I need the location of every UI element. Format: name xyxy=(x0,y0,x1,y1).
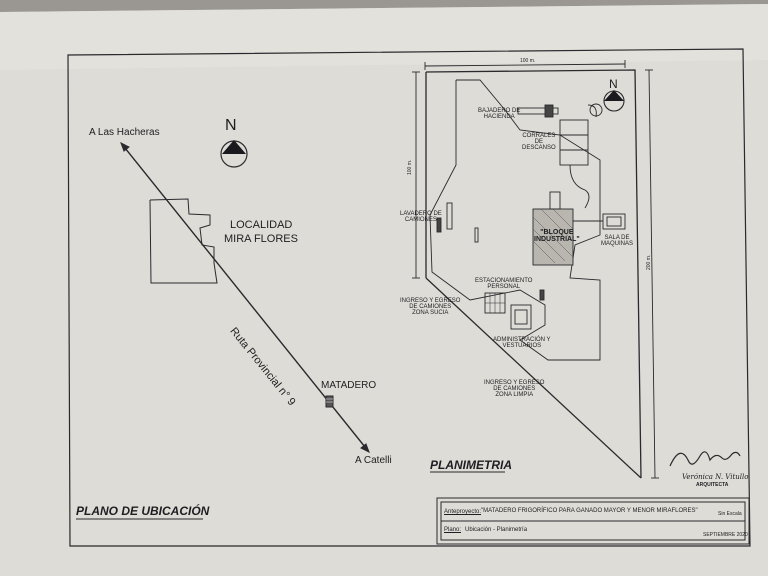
north-symbol-location xyxy=(220,140,248,168)
plan-value: Ubicación - Planimetría xyxy=(465,527,528,533)
road-diagonal xyxy=(425,277,642,479)
connector-duct xyxy=(549,191,561,210)
internal-road xyxy=(429,79,601,361)
dimension-left-label: 100 m. xyxy=(407,159,413,175)
label-staff-parking: ESTACIONAMIENTO PERSONAL xyxy=(475,278,533,290)
location-plan-caption: PLANO DE UBICACIÓN xyxy=(76,504,210,518)
road-line xyxy=(124,147,366,448)
scale-label: Sin Escala xyxy=(718,511,742,517)
site-plan xyxy=(412,60,659,479)
corrals xyxy=(559,104,597,209)
north-label-site: N xyxy=(609,77,618,91)
road-arrow-nw xyxy=(120,141,130,152)
label-clean-zone: INGRESO Y EGRESO DE CAMIONES ZONA LIMPIA xyxy=(484,380,545,398)
signature-scribble xyxy=(669,451,741,467)
label-unloading: BAJADERO DE HACIENDA xyxy=(478,108,521,120)
paper-highlight xyxy=(0,4,768,70)
slaughterhouse-label: MATADERO xyxy=(321,380,377,391)
slaughterhouse-marker xyxy=(325,395,334,408)
label-dirty-zone: INGRESO Y EGRESO DE CAMIONES ZONA SUCIA xyxy=(400,298,461,316)
dimension-right xyxy=(648,69,656,479)
machine-room xyxy=(602,213,626,230)
architect-title: ARQUITECTA xyxy=(696,482,729,488)
locality-line2: MIRA FLORES xyxy=(224,233,298,245)
label-industrial-block: "BLOQUE INDUSTRIAL" xyxy=(534,229,580,243)
locality-line1: LOCALIDAD xyxy=(230,219,293,231)
project-value: "MATADERO FRIGORÍFICO PARA GANADO MAYOR … xyxy=(481,508,698,514)
title-block-frame xyxy=(436,497,750,545)
date-label: SEPTIEMBRE 2020 xyxy=(703,532,748,538)
locality-outline xyxy=(149,198,218,284)
project-label: Anteproyecto: xyxy=(444,509,482,515)
north-label-location: N xyxy=(225,117,237,134)
north-symbol-site xyxy=(603,90,625,112)
label-truck-wash: LAVADERO DE CAMIONES xyxy=(400,211,442,223)
site-plan-caption: PLANIMETRIA xyxy=(430,458,512,472)
label-machine-room: SALA DE MAQUINAS xyxy=(601,235,634,247)
location-plan xyxy=(120,140,370,454)
dimension-top-label: 100 m. xyxy=(520,58,536,64)
truck-wash xyxy=(446,202,453,230)
to-las-hacheras-label: A Las Hacheras xyxy=(89,127,160,138)
architect-name: Verónica N. Vitullo xyxy=(682,473,749,481)
to-catelli-label: A Catelli xyxy=(355,455,392,466)
sheet-frame xyxy=(67,48,751,547)
label-admin: ADMINISTRACIÓN Y VESTUARIOS xyxy=(493,337,551,349)
unloading-ramp xyxy=(517,107,559,115)
property-boundary xyxy=(425,69,642,479)
label-pens: CORRALES DE DESCANSO xyxy=(522,133,556,151)
dimension-top xyxy=(424,63,626,67)
plan-label: Plano: xyxy=(444,527,462,533)
paper-surface xyxy=(0,4,768,576)
dimension-right-label: 200 m. xyxy=(646,254,652,270)
road-arrow-se xyxy=(360,443,370,454)
administration-building xyxy=(510,304,532,330)
